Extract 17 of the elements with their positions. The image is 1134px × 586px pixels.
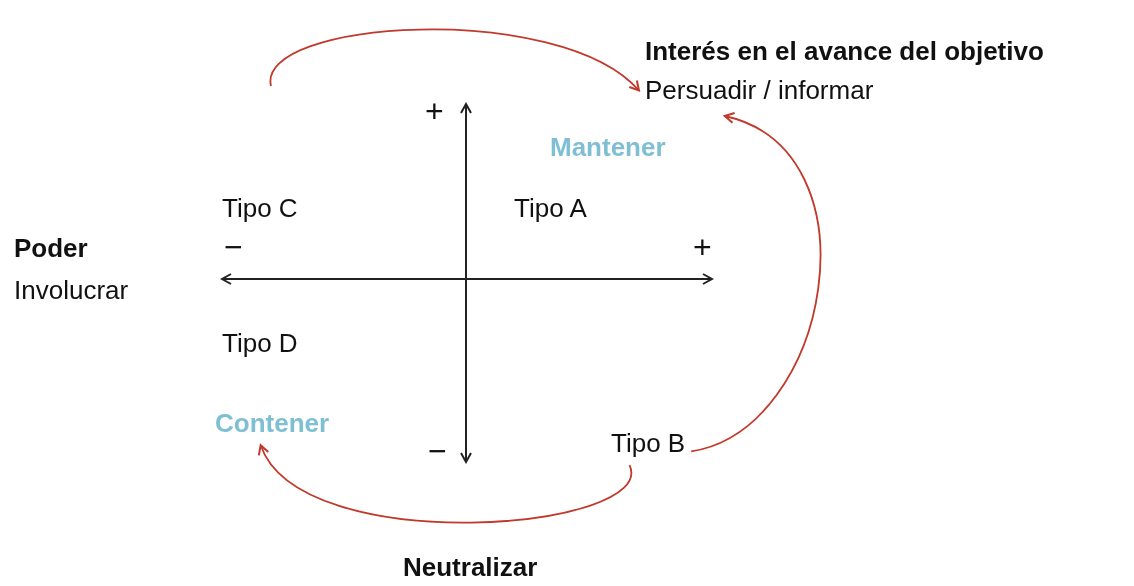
minus-sign: − xyxy=(428,432,447,471)
body-text: Persuadir / informar xyxy=(645,74,875,107)
quadrant-label: Tipo B xyxy=(611,428,686,460)
axis-subtitle: Involucrar xyxy=(14,275,129,307)
quadrant-label: Tipo A xyxy=(514,193,587,225)
quadrant-label: Mantener xyxy=(550,132,666,164)
curved-arrow xyxy=(690,113,822,453)
curved-arrow xyxy=(259,444,631,524)
curved-arrow xyxy=(270,28,640,92)
axis-title: Poder xyxy=(14,233,88,265)
minus-sign: − xyxy=(224,228,243,267)
quadrant-label: Tipo C xyxy=(222,193,298,225)
quadrant-label: Contener xyxy=(215,408,330,440)
quadrant-label: Tipo D xyxy=(222,328,298,360)
plus-sign: + xyxy=(693,228,712,267)
heading-text: Interés en el avance del objetivo xyxy=(645,35,1044,68)
plus-sign: + xyxy=(425,92,444,131)
